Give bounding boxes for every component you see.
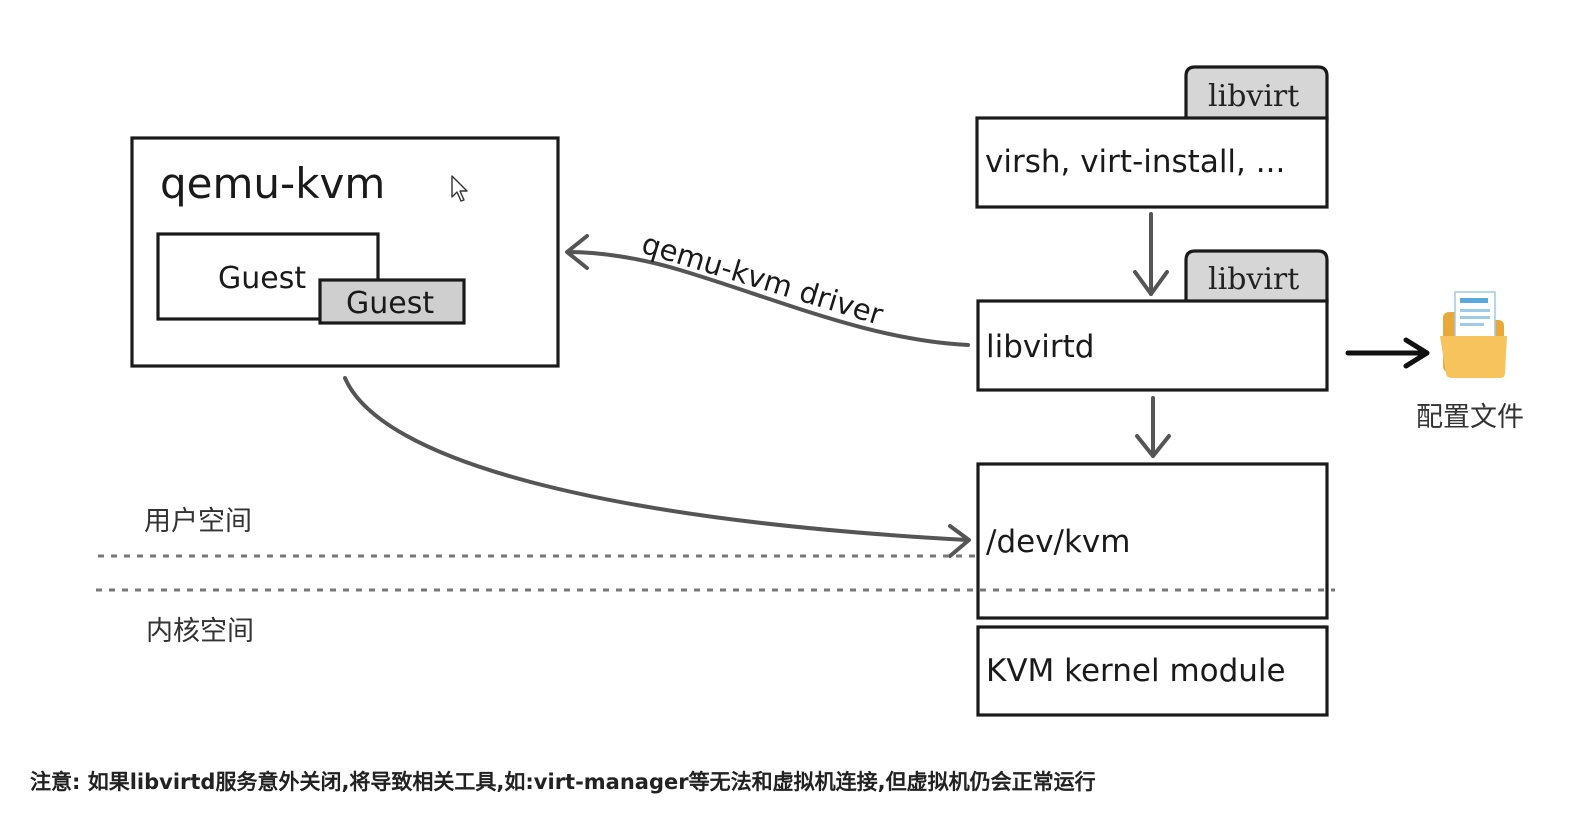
- folder-document-icon: [1440, 291, 1507, 378]
- arrow-tools-to-libvirtd: [1133, 212, 1169, 296]
- guest-front-label: Guest: [346, 286, 434, 321]
- libvirtd-label: libvirtd: [986, 329, 1094, 365]
- libvirt-tab-top-label: libvirt: [1208, 79, 1299, 114]
- libvirt-tab-bottom: [1184, 249, 1329, 304]
- dev-kvm-label: /dev/kvm: [986, 524, 1130, 560]
- kvm-kernel-module-label: KVM kernel module: [986, 653, 1286, 689]
- libvirtd-box: libvirt libvirtd: [976, 249, 1329, 392]
- qemu-to-devkvm-arrow: [343, 376, 971, 558]
- guest-front-frame: [318, 278, 466, 325]
- arrow-libvirtd-to-config: [1345, 337, 1430, 369]
- guest-back: Guest: [156, 232, 380, 321]
- mouse-cursor-icon: [451, 175, 468, 202]
- guest-back-label: Guest: [218, 261, 306, 296]
- qemu-kvm-box: qemu-kvm Guest Guest: [130, 136, 560, 368]
- kvm-kernel-module-frame: [976, 625, 1329, 717]
- libvirt-tab-top: [1184, 65, 1329, 121]
- note-text: 注意: 如果libvirtd服务意外关闭,将导致相关工具,如:virt-mana…: [30, 770, 1096, 794]
- dev-kvm-box: /dev/kvm: [976, 462, 1329, 620]
- libvirt-tools-box: libvirt virsh, virt-install, ...: [975, 65, 1329, 209]
- qemu-kvm-driver-label: qemu-kvm driver: [638, 226, 887, 332]
- libvirt-tools-label: virsh, virt-install, ...: [985, 144, 1285, 180]
- libvirtd-frame: [976, 299, 1329, 392]
- arrow-libvirtd-to-devkvm: [1135, 396, 1171, 458]
- kvm-kernel-module-box: KVM kernel module: [976, 625, 1329, 717]
- space-divider: [96, 554, 1335, 592]
- config-file-label: 配置文件: [1416, 402, 1524, 433]
- libvirt-tools-frame: [975, 116, 1329, 209]
- qemu-kvm-driver-arrow: [565, 234, 970, 347]
- qemu-kvm-title: qemu-kvm: [160, 159, 385, 208]
- kernel-space-label: 内核空间: [146, 616, 254, 647]
- dev-kvm-frame: [976, 462, 1329, 620]
- libvirt-tab-bottom-label: libvirt: [1208, 262, 1299, 297]
- user-space-label: 用户空间: [144, 506, 252, 537]
- guest-front: Guest: [318, 278, 466, 325]
